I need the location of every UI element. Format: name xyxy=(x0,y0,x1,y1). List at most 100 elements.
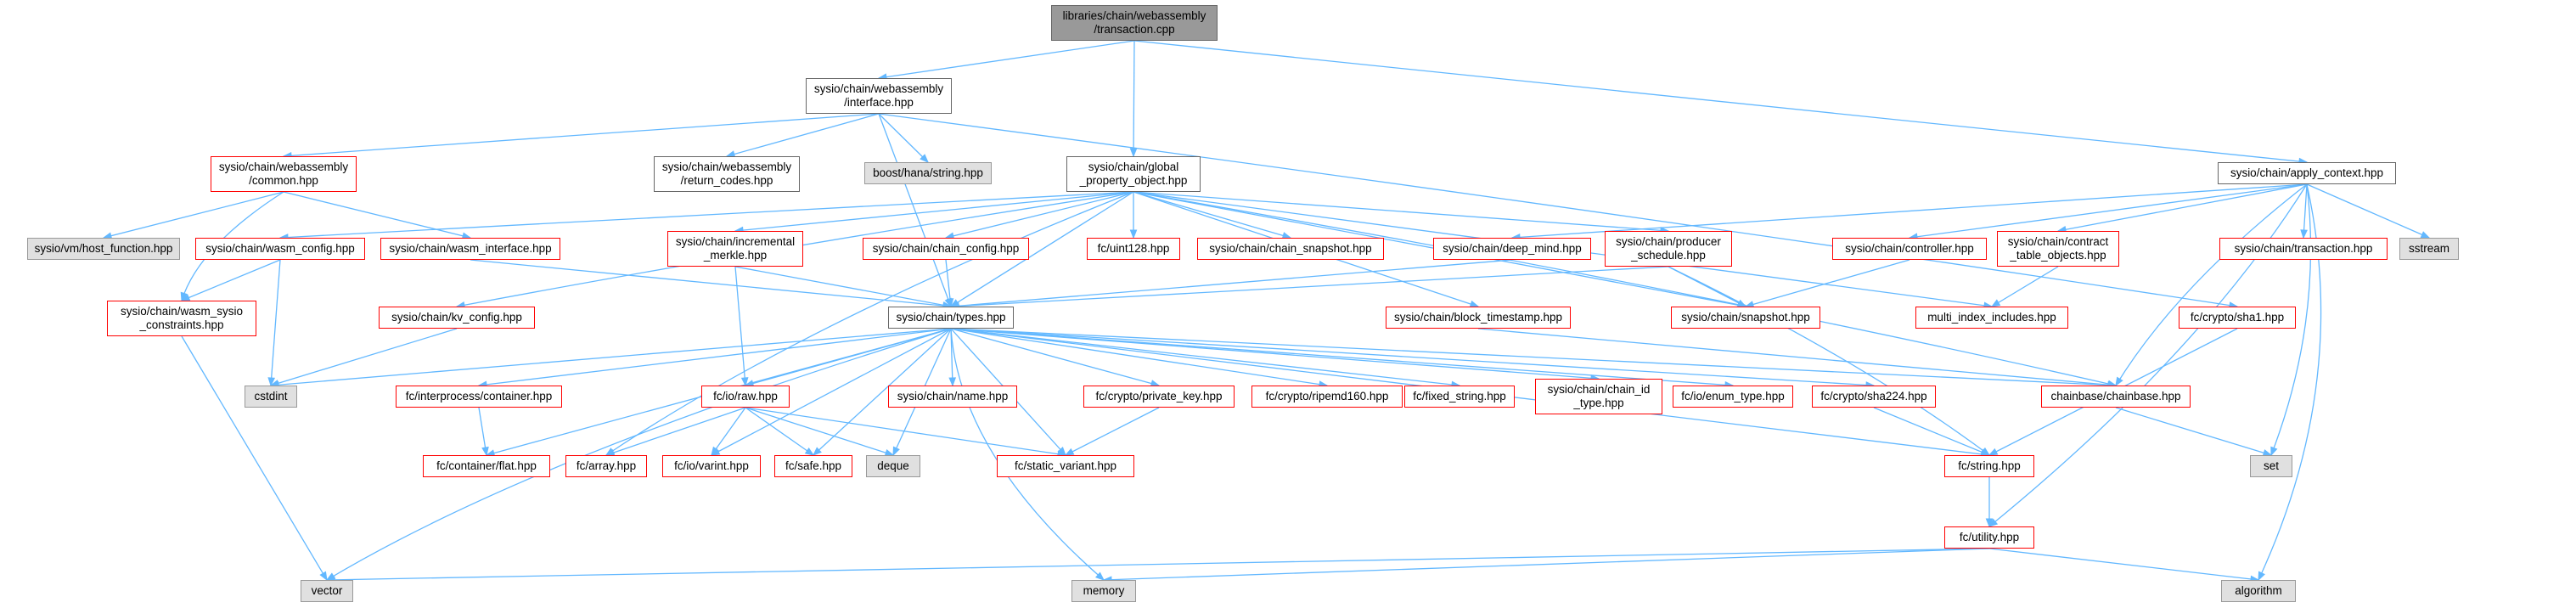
edge-kv-config-hpp-to-cstdint xyxy=(270,328,458,386)
node-transaction-hpp[interactable]: sysio/chain/transaction.hpp xyxy=(2219,238,2388,260)
edge-arrowhead xyxy=(1129,229,1138,239)
edge-controller-hpp-to-snapshot-hpp xyxy=(1745,259,1910,307)
edge-producer-schedule-hpp-to-types-hpp xyxy=(950,266,1669,307)
node-private-key-hpp[interactable]: fc/crypto/private_key.hpp xyxy=(1083,386,1235,408)
node-utility-hpp[interactable]: fc/utility.hpp xyxy=(1944,526,2034,549)
node-chainbase-hpp[interactable]: chainbase/chainbase.hpp xyxy=(2041,386,2191,408)
edge-contract-table-objects-hpp-to-multi-index-includes-hpp xyxy=(1991,266,2059,307)
edge-sha224-hpp-to-string-hpp xyxy=(1873,407,1990,456)
node-transaction-cpp: libraries/chain/webassembly /transaction… xyxy=(1051,5,1218,41)
node-interface-hpp[interactable]: sysio/chain/webassembly /interface.hpp xyxy=(806,78,952,114)
node-chain-config-hpp[interactable]: sysio/chain/chain_config.hpp xyxy=(863,238,1029,260)
edge-arrowhead xyxy=(1094,571,1105,581)
edge-apply-context-hpp-to-controller-hpp xyxy=(1909,183,2308,239)
node-apply-context-hpp[interactable]: sysio/chain/apply_context.hpp xyxy=(2218,162,2396,184)
node-enum-type-hpp[interactable]: fc/io/enum_type.hpp xyxy=(1673,386,1793,408)
edge-global-property-object-hpp-to-chainbase-hpp xyxy=(1133,191,2117,386)
node-block-timestamp-hpp[interactable]: sysio/chain/block_timestamp.hpp xyxy=(1386,307,1571,329)
edge-arrowhead xyxy=(319,571,328,582)
node-cstdint: cstdint xyxy=(245,386,297,408)
node-chain-snapshot-hpp[interactable]: sysio/chain/chain_snapshot.hpp xyxy=(1197,238,1384,260)
edge-arrowhead xyxy=(481,446,489,457)
edge-arrowhead xyxy=(267,377,276,387)
node-deep-mind-hpp[interactable]: sysio/chain/deep_mind.hpp xyxy=(1433,238,1591,260)
edge-arrowhead xyxy=(1064,448,1075,456)
edge-arrowhead xyxy=(948,377,957,387)
node-kv-config-hpp[interactable]: sysio/chain/kv_config.hpp xyxy=(379,307,535,329)
edge-apply-context-hpp-to-set xyxy=(2270,183,2312,456)
node-host-function-hpp: sysio/vm/host_function.hpp xyxy=(27,238,180,260)
edge-types-hpp-to-ripemd160-hpp xyxy=(950,328,1328,386)
edge-incremental-merkle-hpp-to-types-hpp xyxy=(734,266,952,307)
edge-raw-hpp-to-varint-hpp xyxy=(711,407,746,456)
node-wasm-sysio-constraints-hpp[interactable]: sysio/chain/wasm_sysio _constraints.hpp xyxy=(107,301,256,336)
node-sha224-hpp[interactable]: fc/crypto/sha224.hpp xyxy=(1812,386,1936,408)
edge-raw-hpp-to-safe-hpp xyxy=(745,407,814,456)
edge-types-hpp-to-safe-hpp xyxy=(813,328,952,456)
node-sha1-hpp[interactable]: fc/crypto/sha1.hpp xyxy=(2179,307,2296,329)
edge-incremental-merkle-hpp-to-raw-hpp xyxy=(734,266,746,386)
node-string-hpp[interactable]: fc/string.hpp xyxy=(1944,455,2034,477)
edge-common-hpp-to-wasm-interface-hpp xyxy=(283,191,471,239)
edge-arrowhead xyxy=(2115,376,2123,387)
edge-utility-hpp-to-vector xyxy=(326,548,1990,581)
edge-raw-hpp-to-static-variant-hpp xyxy=(745,407,1066,456)
edge-apply-context-hpp-to-deep-mind-hpp xyxy=(1511,183,2308,239)
edge-wasm-interface-hpp-to-types-hpp xyxy=(470,259,952,307)
edge-apply-context-hpp-to-chainbase-hpp xyxy=(2115,183,2308,386)
edge-utility-hpp-to-algorithm xyxy=(1988,548,2259,581)
node-interprocess-container-hpp[interactable]: fc/interprocess/container.hpp xyxy=(396,386,562,408)
node-fixed-string-hpp[interactable]: fc/fixed_string.hpp xyxy=(1404,386,1515,408)
node-static-variant-hpp[interactable]: fc/static_variant.hpp xyxy=(997,455,1134,477)
node-wasm-interface-hpp[interactable]: sysio/chain/wasm_interface.hpp xyxy=(380,238,560,260)
edge-arrowhead xyxy=(1980,448,1991,456)
node-array-hpp[interactable]: fc/array.hpp xyxy=(565,455,647,477)
edge-types-hpp-to-enum-type-hpp xyxy=(950,328,1734,386)
node-contract-table-objects-hpp[interactable]: sysio/chain/contract _table_objects.hpp xyxy=(1997,231,2119,267)
edge-arrowhead xyxy=(1129,148,1138,158)
edge-global-property-object-hpp-to-chain-config-hpp xyxy=(945,191,1134,239)
node-types-hpp[interactable]: sysio/chain/types.hpp xyxy=(888,307,1014,329)
edge-arrowhead xyxy=(711,446,720,457)
node-raw-hpp[interactable]: fc/io/raw.hpp xyxy=(701,386,790,408)
edge-raw-hpp-to-array-hpp xyxy=(605,407,746,456)
node-varint-hpp[interactable]: fc/io/varint.hpp xyxy=(662,455,761,477)
edge-arrowhead xyxy=(1988,448,1999,456)
edge-interface-hpp-to-common-hpp xyxy=(283,113,880,157)
node-return-codes-hpp[interactable]: sysio/chain/webassembly /return_codes.hp… xyxy=(654,156,800,192)
node-wasm-config-hpp[interactable]: sysio/chain/wasm_config.hpp xyxy=(195,238,365,260)
edge-global-property-object-hpp-to-chain-snapshot-hpp xyxy=(1133,191,1291,239)
edge-producer-schedule-hpp-to-string-hpp xyxy=(1668,266,1990,456)
edge-utility-hpp-to-memory xyxy=(1103,548,1990,581)
edge-arrowhead xyxy=(892,446,900,457)
edge-global-property-object-hpp-to-array-hpp xyxy=(605,191,1134,456)
edge-global-property-object-hpp-to-incremental-merkle-hpp xyxy=(734,191,1134,232)
node-uint128-hpp[interactable]: fc/uint128.hpp xyxy=(1087,238,1180,260)
node-controller-hpp[interactable]: sysio/chain/controller.hpp xyxy=(1832,238,1987,260)
node-chain-id-type-hpp[interactable]: sysio/chain/chain_id _type.hpp xyxy=(1535,379,1662,414)
edge-arrowhead xyxy=(740,377,749,387)
edge-types-hpp-to-chainbase-hpp xyxy=(950,328,2117,386)
edge-types-hpp-to-varint-hpp xyxy=(711,328,952,456)
node-multi-index-includes-hpp[interactable]: multi_index_includes.hpp xyxy=(1915,307,2068,329)
node-global-property-object-hpp[interactable]: sysio/chain/global _property_object.hpp xyxy=(1066,156,1201,192)
node-container-flat-hpp[interactable]: fc/container/flat.hpp xyxy=(423,455,550,477)
edge-common-hpp-to-host-function-hpp xyxy=(103,191,284,239)
node-name-hpp[interactable]: sysio/chain/name.hpp xyxy=(888,386,1017,408)
node-producer-schedule-hpp[interactable]: sysio/chain/producer _schedule.hpp xyxy=(1605,231,1732,267)
edge-global-property-object-hpp-to-wasm-config-hpp xyxy=(279,191,1134,239)
edge-deep-mind-hpp-to-types-hpp xyxy=(950,259,1513,307)
node-snapshot-hpp[interactable]: sysio/chain/snapshot.hpp xyxy=(1671,307,1820,329)
node-vector: vector xyxy=(301,580,353,602)
node-boost-hana-string-hpp: boost/hana/string.hpp xyxy=(864,162,992,184)
node-safe-hpp[interactable]: fc/safe.hpp xyxy=(774,455,852,477)
node-sstream: sstream xyxy=(2399,238,2459,260)
node-ripemd160-hpp[interactable]: fc/crypto/ripemd160.hpp xyxy=(1251,386,1403,408)
node-incremental-merkle-hpp[interactable]: sysio/chain/incremental _merkle.hpp xyxy=(667,231,803,267)
node-common-hpp[interactable]: sysio/chain/webassembly /common.hpp xyxy=(211,156,357,192)
edge-arrowhead xyxy=(946,298,954,308)
edge-arrowhead xyxy=(2270,446,2278,457)
edge-arrowhead xyxy=(2420,231,2431,239)
